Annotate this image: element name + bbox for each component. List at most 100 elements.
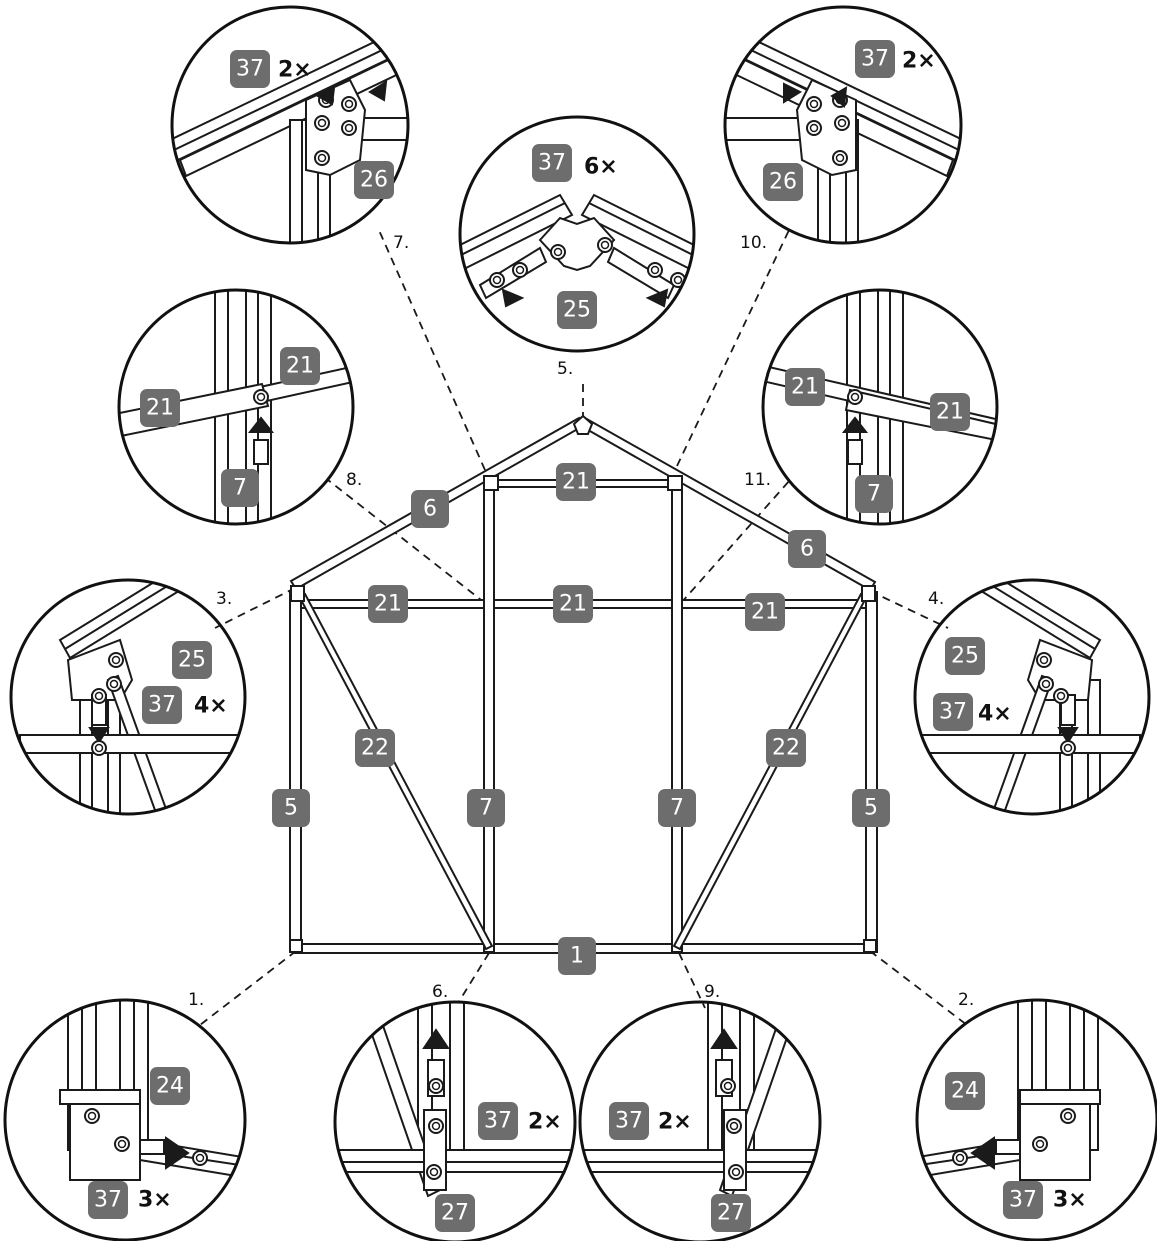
- detail-outline: [761, 288, 999, 526]
- part-badge-corner-post-left: 5: [272, 789, 310, 827]
- detail-circle-4: 25 37 4×: [913, 578, 1151, 816]
- part-label: 25: [178, 648, 206, 673]
- fastener-label: 37: [484, 1109, 512, 1134]
- quantity-label: 3×: [1053, 1188, 1087, 1213]
- part-label: 6: [800, 537, 814, 562]
- arrow-icon: [88, 727, 110, 744]
- leader-10: [676, 227, 791, 467]
- part-label: 7: [867, 482, 881, 507]
- bolt-thread: [139, 1139, 165, 1155]
- quantity-label: 6×: [584, 155, 618, 180]
- step-labels: 1. 2. 3. 4. 5. 6. 7. 8. 9. 10. 11.: [188, 233, 974, 1010]
- leader-lines: [199, 227, 968, 1026]
- quantity-label: 2×: [278, 58, 312, 83]
- arrow-icon: [841, 416, 869, 433]
- detail-outline: [170, 5, 410, 245]
- fastener-label: 37: [148, 693, 176, 718]
- part-label: 24: [156, 1074, 184, 1099]
- bolt-thread: [995, 1139, 1021, 1155]
- detail-bracket: [69, 1099, 141, 1181]
- detail-circle-7: 37 2× 26: [170, 5, 410, 245]
- corner-post-left: [289, 591, 302, 953]
- part-label: 5: [864, 796, 878, 821]
- part-label: 1: [570, 944, 584, 969]
- detail-circle-11: 21 21 7: [761, 288, 999, 526]
- detail-bracket: [1019, 1099, 1091, 1181]
- part-badge-cross-beam-2: 21: [553, 585, 593, 623]
- arrow-icon: [1057, 727, 1079, 744]
- arrow-icon: [970, 1136, 995, 1170]
- part-label: 21: [562, 470, 590, 495]
- quantity-label: 2×: [658, 1110, 692, 1135]
- part-badge-middle-post-right: 7: [658, 789, 696, 827]
- part-label: 6: [423, 497, 437, 522]
- fastener-label: 37: [615, 1109, 643, 1134]
- leader-1: [199, 950, 297, 1026]
- part-label: 25: [563, 298, 591, 323]
- bracket-mid-left: [483, 475, 499, 491]
- part-badge-diagonal-right: 22: [766, 729, 806, 767]
- fastener-label: 37: [939, 700, 967, 725]
- part-label: 21: [374, 592, 402, 617]
- step-label-9: 9.: [704, 982, 720, 1002]
- part-badge-rafter-left: 6: [411, 490, 449, 528]
- step-label-2: 2.: [958, 990, 974, 1010]
- quantity-label: 4×: [194, 694, 228, 719]
- detail-circle-3: 25 37 4×: [9, 578, 247, 816]
- part-badge-cross-beam-1: 21: [368, 585, 408, 623]
- detail-circle-2: 24 37 3×: [915, 998, 1157, 1242]
- corner-post-right: [865, 591, 878, 953]
- main-part-badges: 1 5 5 7 7 22 22 21: [272, 463, 890, 975]
- part-label: 21: [791, 375, 819, 400]
- step-label-4: 4.: [928, 589, 944, 609]
- part-label: 7: [233, 476, 247, 501]
- part-badge-diagonal-left: 22: [355, 729, 395, 767]
- part-label: 24: [951, 1079, 979, 1104]
- part-label: 26: [360, 168, 388, 193]
- part-label: 7: [479, 796, 493, 821]
- detail-outline: [3, 998, 247, 1242]
- arrow-icon: [645, 288, 669, 308]
- detail-circle-8: 21 21 7: [117, 288, 355, 526]
- part-badge-bottom-beam: 1: [558, 937, 596, 975]
- detail-circle-5: 37 6× 25: [458, 115, 696, 353]
- quantity-label: 3×: [138, 1188, 172, 1213]
- arrow-icon: [315, 86, 336, 106]
- bracket-apex: [572, 414, 594, 435]
- bracket-mid-right: [667, 475, 683, 491]
- step-label-7: 7.: [393, 233, 409, 253]
- arrow-icon: [830, 86, 848, 108]
- part-badge-cross-beam-upper: 21: [556, 463, 596, 501]
- fastener-label: 37: [538, 151, 566, 176]
- detail-outline: [117, 288, 355, 526]
- middle-post-left: [483, 477, 495, 953]
- detail-outline: [913, 578, 1151, 816]
- bracket-top-right: [861, 585, 876, 602]
- leader-4: [869, 590, 949, 629]
- part-label: 26: [769, 170, 797, 195]
- quantity-label: 2×: [902, 49, 936, 74]
- part-badge-cross-beam-3: 21: [745, 593, 785, 631]
- step-label-8: 8.: [346, 470, 362, 490]
- fastener-label: 37: [94, 1188, 122, 1213]
- part-label: 21: [559, 592, 587, 617]
- leader-3: [214, 587, 296, 629]
- part-label: 27: [441, 1201, 469, 1226]
- part-label: 21: [146, 396, 174, 421]
- bolt-thread: [847, 439, 863, 465]
- part-label: 21: [751, 600, 779, 625]
- leader-2: [869, 950, 968, 1026]
- part-label: 27: [717, 1201, 745, 1226]
- part-label: 7: [670, 796, 684, 821]
- detail-circle-9: 37 2× 27: [578, 1000, 822, 1244]
- detail-circle-1: 24 37 3×: [3, 998, 247, 1242]
- detail-outline: [723, 5, 963, 245]
- quantity-label: 2×: [528, 1110, 562, 1135]
- arrow-icon: [501, 288, 525, 308]
- diagonal-brace-left: [297, 592, 494, 951]
- arrow-icon: [165, 1136, 190, 1170]
- arrow-icon: [247, 416, 275, 433]
- detail-circle-6: 37 2× 27: [333, 1000, 577, 1244]
